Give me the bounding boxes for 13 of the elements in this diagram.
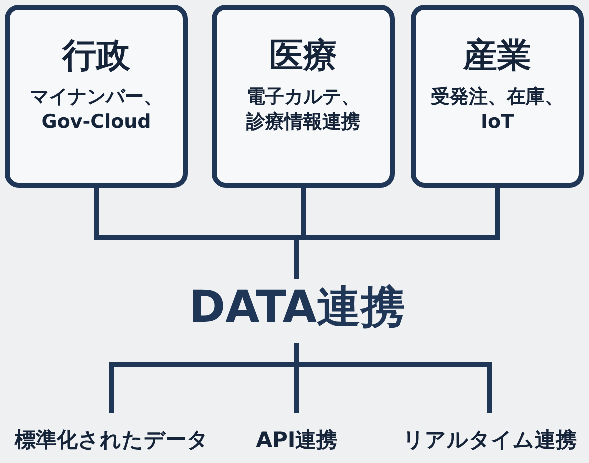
category-box	[5, 5, 188, 188]
category-box	[212, 5, 395, 188]
box-description: 受発注、在庫、IoT	[430, 84, 565, 136]
output-label: API連携	[256, 427, 338, 454]
output-label: リアルタイム連携	[403, 427, 577, 454]
box-heading: 行政	[62, 36, 130, 77]
box-heading: 産業	[464, 36, 532, 77]
category-box	[411, 5, 584, 188]
hub-label: DATA連携	[189, 280, 405, 334]
box-description: マイナンバー、Gov-Cloud	[29, 84, 164, 136]
output-label: 標準化されたデータ	[15, 427, 209, 454]
box-heading: 医療	[270, 36, 338, 77]
box-description: 電子カルテ、診療情報連携	[245, 84, 362, 136]
